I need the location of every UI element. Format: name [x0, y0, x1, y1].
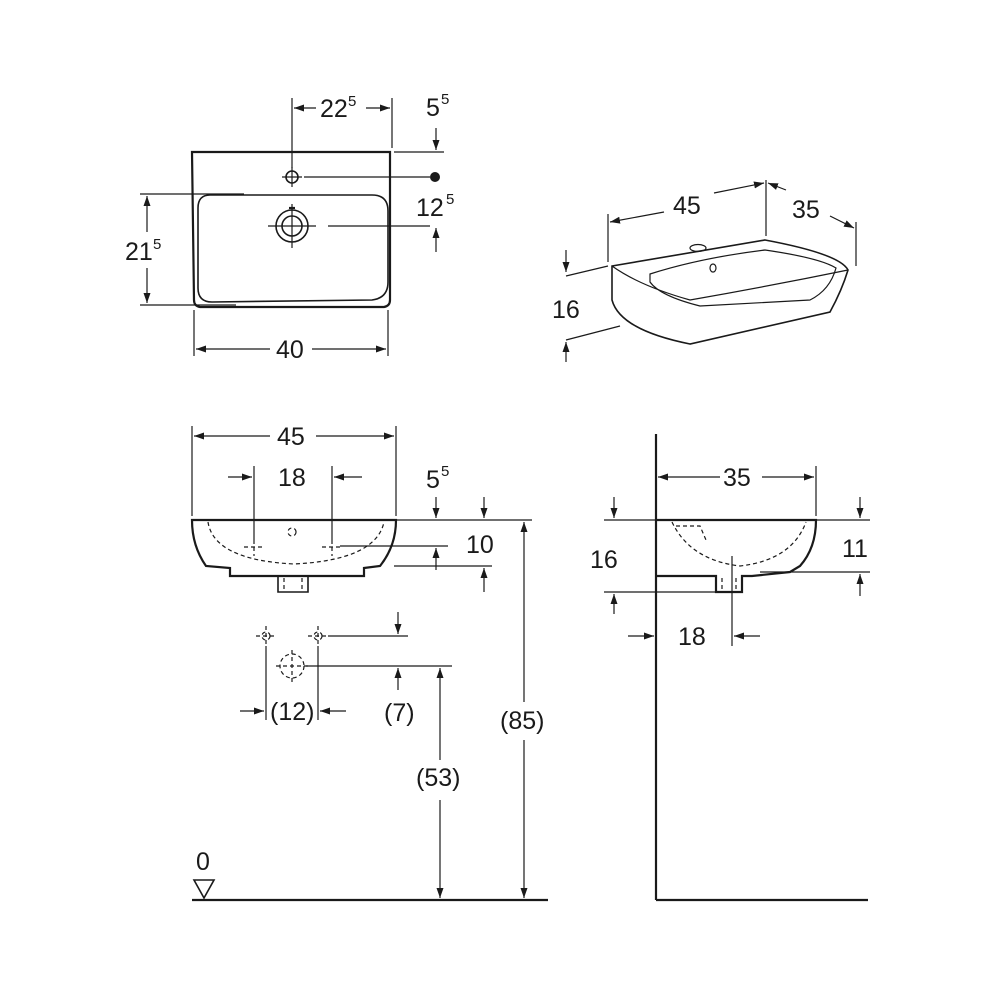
bowl-height-label: 10 [466, 531, 494, 559]
side-inner-height-label: 11 [842, 535, 868, 563]
front-overflow-hole [287, 527, 297, 537]
front-basin-outline [190, 518, 398, 578]
top-view-bowl-outline [197, 194, 389, 303]
back-edge-label: 5 [426, 94, 440, 122]
fixing-symbol-right [322, 540, 342, 556]
drain-offset-superscript: 5 [446, 191, 454, 208]
side-height-label: 16 [590, 546, 618, 574]
rim-offset-superscript: 5 [441, 463, 449, 480]
supply-height-label: (7) [384, 699, 415, 727]
top-view-basin-outline [190, 150, 392, 309]
side-basin-outline [656, 518, 818, 594]
floor-level-label: 0 [196, 848, 210, 876]
iso-overflow-hole [709, 263, 717, 273]
supply-symbol-left [256, 626, 276, 646]
front-siphon-outline [277, 576, 309, 593]
front-view: 45 18 5 5 10 [190, 423, 548, 902]
front-bowl-dashed [207, 521, 385, 565]
tap-offset-superscript: 5 [348, 93, 356, 110]
iso-view: 45 35 16 [552, 180, 857, 362]
side-bowl-dashed [671, 521, 807, 567]
fixing-symbol-left [244, 540, 264, 556]
waste-height-label: (53) [416, 764, 460, 792]
tap-hole-symbol [282, 167, 302, 187]
iso-width-label: 45 [673, 192, 701, 220]
side-wall-distance-label: 18 [678, 623, 706, 651]
supply-symbol-right [308, 626, 328, 646]
floor-level-symbol [192, 879, 216, 900]
supply-spacing-label: (12) [270, 698, 314, 726]
drain-symbol [268, 204, 316, 248]
front-width-label: 45 [277, 423, 305, 451]
depth-superscript: 5 [153, 236, 161, 253]
depth-label: 21 [125, 238, 153, 266]
side-depth-label: 35 [723, 464, 751, 492]
rim-offset-label: 5 [426, 466, 440, 494]
tap-offset-label: 22 [320, 95, 348, 123]
iso-tap-hole [689, 243, 707, 253]
reference-point-dot [430, 172, 440, 182]
fixing-distance-label: 18 [278, 464, 306, 492]
drain-offset-label: 12 [416, 194, 444, 222]
iso-depth-label: 35 [792, 196, 820, 224]
back-edge-superscript: 5 [441, 91, 449, 108]
iso-rim-top [611, 265, 849, 301]
top-view: 22 5 5 5 12 5 21 5 40 [125, 91, 454, 364]
width-label: 40 [276, 336, 304, 364]
iso-height-label: 16 [552, 296, 580, 324]
side-overflow-dashed [676, 525, 707, 541]
iso-basin-outline [611, 239, 849, 345]
iso-bowl-outline [649, 249, 837, 307]
waste-outlet-symbol [276, 650, 308, 682]
rim-height-label: (85) [500, 707, 544, 735]
side-view: 35 16 11 18 [590, 434, 870, 902]
